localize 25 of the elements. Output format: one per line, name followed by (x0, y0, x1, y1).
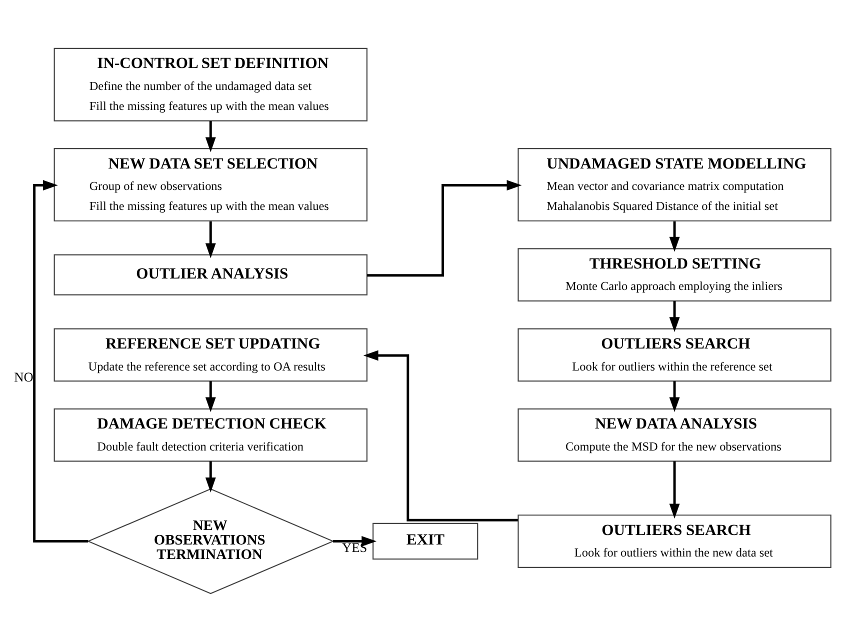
node-box: NEW DATA SET SELECTION Group of new observations Fill the missing features up with the mean values (54, 148, 368, 221)
arrow (669, 220, 680, 252)
node-box: EXIT (372, 522, 478, 560)
node-box: OUTLIER ANALYSIS (54, 254, 368, 295)
arrow (669, 300, 680, 332)
node-box: OUTLIERS SEARCH Look for outliers within the new data set (518, 514, 832, 568)
arrow (205, 120, 216, 152)
node-box: OUTLIERS SEARCH Look for outliers within the reference set (518, 328, 832, 382)
arrow (205, 380, 216, 412)
node-box: NEW DATA ANALYSIS Compute the MSD for the new observations (518, 408, 832, 462)
arrow (669, 380, 680, 412)
node-box: IN-CONTROL SET DEFINITION Define the number of the undamaged data set Fill the missing features up with the mean values (54, 47, 368, 121)
node-box: REFERENCE SET UPDATING Update the reference set according to OA results (54, 328, 368, 382)
edge-label: NO (14, 368, 34, 384)
arrow (33, 180, 88, 542)
node-diamond: NEW OBSERVATIONS TERMINATION (86, 488, 334, 594)
arrow (205, 220, 216, 258)
arrow (367, 180, 522, 276)
node-box: DAMAGE DETECTION CHECK Double fault detection criteria verification (54, 408, 368, 462)
arrow (205, 460, 216, 492)
arrow (669, 460, 680, 518)
arrow (333, 536, 377, 546)
node-box: THRESHOLD SETTING Monte Carlo approach employing the inliers (518, 248, 832, 302)
arrow (363, 350, 518, 521)
node-box: UNDAMAGED STATE MODELLING Mean vector and covariance matrix computation Mahalanobis Squared Distance of the initial set (518, 148, 832, 221)
